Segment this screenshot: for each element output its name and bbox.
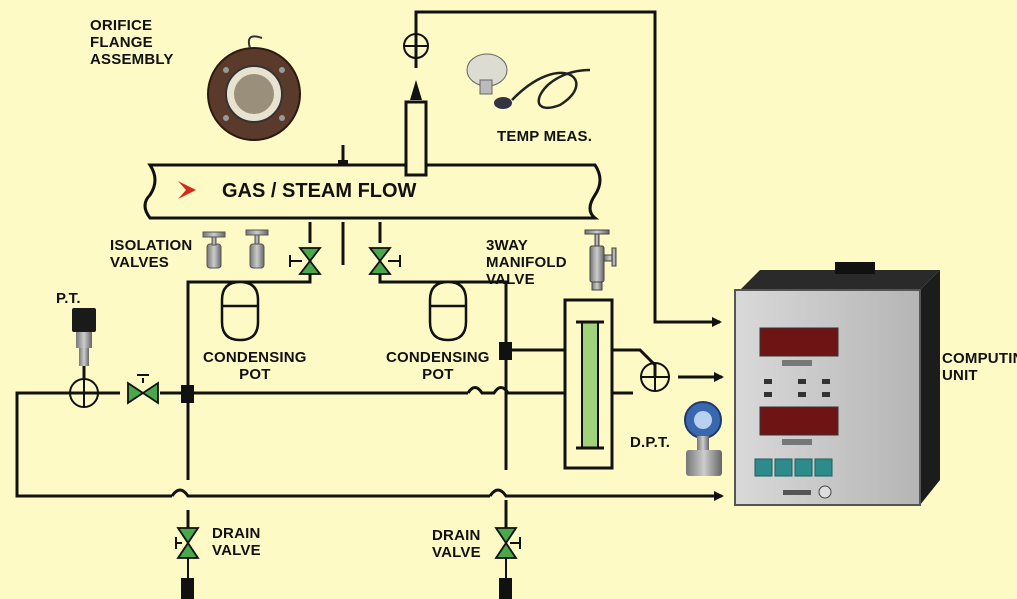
orifice-flange-label: ORIFICE FLANGE ASSEMBLY — [90, 17, 174, 68]
drain-valve-right-label: DRAIN VALVE — [432, 527, 481, 561]
drain-valve-left-label: DRAIN VALVE — [212, 525, 261, 559]
isolation-valves-label: ISOLATION VALVES — [110, 237, 193, 271]
pressure-transmitter-image — [72, 308, 96, 366]
temp-sensor-image — [466, 53, 591, 109]
computing-unit-label: COMPUTING UNIT — [942, 350, 1017, 384]
condensing-pot-left-label: CONDENSING POT — [203, 349, 307, 383]
dpt-label: D.P.T. — [630, 434, 671, 451]
pt-label: P.T. — [56, 290, 81, 307]
temp-meas-label: TEMP MEAS. — [497, 128, 593, 145]
manifold-valve-label: 3WAY MANIFOLD VALVE — [486, 237, 567, 288]
condensing-pot-right-label: CONDENSING POT — [386, 349, 490, 383]
orifice-flange-image — [207, 35, 301, 141]
dpt-image — [684, 401, 722, 476]
computing-unit-image — [734, 262, 940, 506]
flow-label: GAS / STEAM FLOW — [222, 180, 417, 202]
